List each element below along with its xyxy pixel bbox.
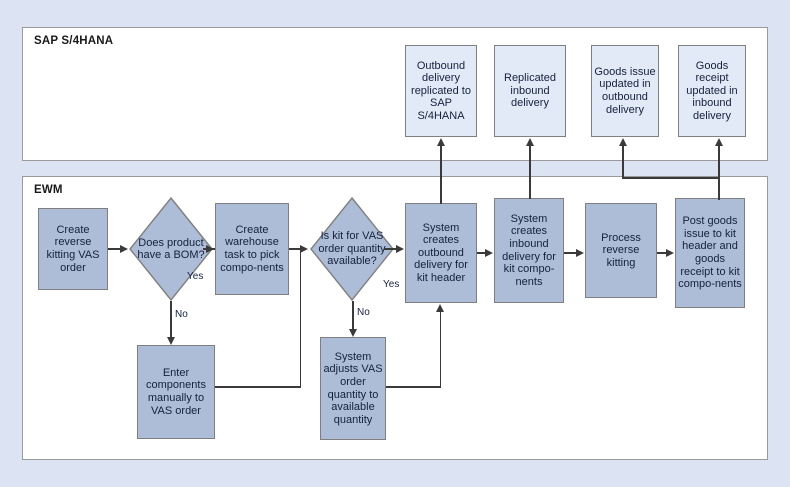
arrowhead-e5-to-sap2	[525, 138, 534, 146]
swimlane-ewm-label: EWM	[34, 184, 63, 196]
connector-e5-to-sap2	[529, 146, 531, 199]
connector-e3-to-d2-horizontal	[215, 386, 301, 388]
swimlane-sap-label: SAP S/4HANA	[34, 35, 114, 47]
connector-e1-to-d1	[108, 248, 121, 250]
arrowhead-d1-to-e2	[206, 244, 214, 253]
edge-label-d2-no: No	[357, 307, 370, 318]
arrowhead-e6-to-e7	[666, 248, 674, 257]
connector-d1-to-e3	[170, 301, 172, 337]
connector-d2-to-e4	[384, 248, 397, 250]
connector-e4-to-e5	[477, 252, 486, 254]
node-system-creates-inbound-delivery: System creates inbound delivery for kit …	[494, 198, 564, 303]
decision-is-kit-quantity-available: Is kit for VAS order quantity available?	[310, 197, 394, 301]
node-process-reverse-kitting: Process reverse kitting	[585, 203, 657, 298]
connector-e8-to-e4-horizontal	[386, 386, 441, 388]
diamond-shape-kit-qty	[310, 197, 394, 301]
arrowhead-e5-to-e6	[576, 248, 584, 257]
connector-e2-to-d2	[289, 248, 302, 250]
arrowhead-e4-to-sap1	[436, 138, 445, 146]
arrowhead-e4-to-e5	[485, 248, 493, 257]
connector-e6-to-e7	[657, 252, 667, 254]
connector-e7-to-sap3-horizontal	[622, 177, 720, 179]
node-replicated-inbound-delivery: Replicated inbound delivery	[494, 45, 566, 137]
node-system-creates-outbound-delivery: System creates outbound delivery for kit…	[405, 203, 477, 303]
connector-e5-to-e6	[564, 252, 577, 254]
node-goods-issue-updated-outbound: Goods issue updated in outbound delivery	[591, 45, 659, 137]
connector-e7-to-sap3-vertical	[622, 146, 624, 178]
node-goods-receipt-updated-inbound: Goods receipt updated in inbound deliver…	[678, 45, 746, 137]
connector-e3-to-d2-vertical	[299, 249, 302, 387]
diamond-shape-bom	[129, 197, 213, 301]
edge-label-d1-no: No	[175, 309, 188, 320]
arrowhead-e1-to-d1	[120, 244, 128, 253]
connector-e7-to-sap4	[718, 146, 720, 199]
node-create-reverse-kitting-vas-order: Create reverse kitting VAS order	[38, 208, 108, 290]
arrowhead-d2-to-e8	[348, 329, 357, 337]
node-create-warehouse-task: Create warehouse task to pick compo-nent…	[215, 203, 289, 295]
edge-label-d1-yes: Yes	[187, 271, 204, 282]
arrowhead-e7-to-sap3	[618, 138, 627, 146]
arrowhead-e7-to-sap4	[714, 138, 723, 146]
connector-d2-to-e8	[352, 301, 354, 329]
decision-does-product-have-bom: Does product have a BOM?	[129, 197, 213, 301]
node-enter-components-manually: Enter components manually to VAS order	[137, 345, 215, 439]
arrowhead-e8-to-e4	[436, 304, 444, 312]
arrowhead-d2-to-e4	[396, 244, 404, 253]
connector-e8-to-e4-vertical	[439, 312, 442, 387]
node-system-adjusts-vas-quantity: System adjusts VAS order quantity to ava…	[320, 337, 386, 440]
node-outbound-delivery-replicated: Outbound delivery replicated to SAP S/4H…	[405, 45, 477, 137]
node-post-goods-issue-receipt: Post goods issue to kit header and goods…	[675, 198, 745, 308]
arrowhead-d1-to-e3	[166, 337, 175, 345]
arrowhead-e2-to-d2	[300, 244, 308, 253]
connector-e4-to-sap1	[440, 146, 442, 204]
edge-label-d2-yes: Yes	[383, 279, 400, 290]
